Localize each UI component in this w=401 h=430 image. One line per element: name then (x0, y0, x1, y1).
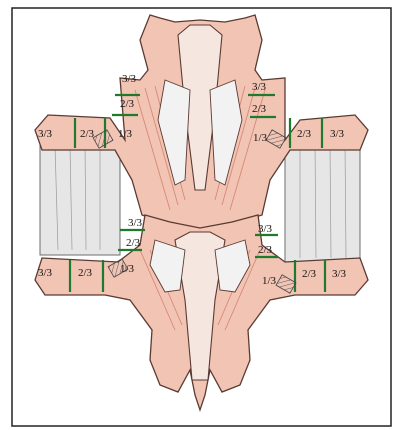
label-lr-top-a: 3/3 (258, 223, 273, 235)
label-ll-b: 2/3 (78, 267, 93, 279)
label-ul-c: 1/3 (118, 128, 133, 140)
label-ul-b: 2/3 (80, 128, 95, 140)
label-ul-top-a: 3/3 (122, 73, 137, 85)
label-ll-top-b: 2/3 (126, 237, 141, 249)
label-lr-b: 2/3 (302, 268, 317, 280)
label-ul-a: 3/3 (38, 128, 53, 140)
left-intertransverse-ligament (40, 140, 120, 255)
label-lr-a: 1/3 (262, 275, 277, 287)
label-ur-top-a: 3/3 (252, 81, 267, 93)
label-lr-c: 3/3 (332, 268, 347, 280)
label-ul-top-b: 2/3 (120, 98, 135, 110)
label-ll-top-c: 1/3 (120, 263, 135, 275)
label-ur-c: 3/3 (330, 128, 345, 140)
label-ur-b: 2/3 (297, 128, 312, 140)
label-lr-top-b: 2/3 (258, 244, 273, 256)
right-intertransverse-ligament (285, 140, 360, 262)
label-ll-top-a: 3/3 (128, 217, 143, 229)
label-ll-a: 3/3 (38, 267, 53, 279)
label-ur-a: 1/3 (253, 132, 268, 144)
label-ur-top-b: 2/3 (252, 103, 267, 115)
